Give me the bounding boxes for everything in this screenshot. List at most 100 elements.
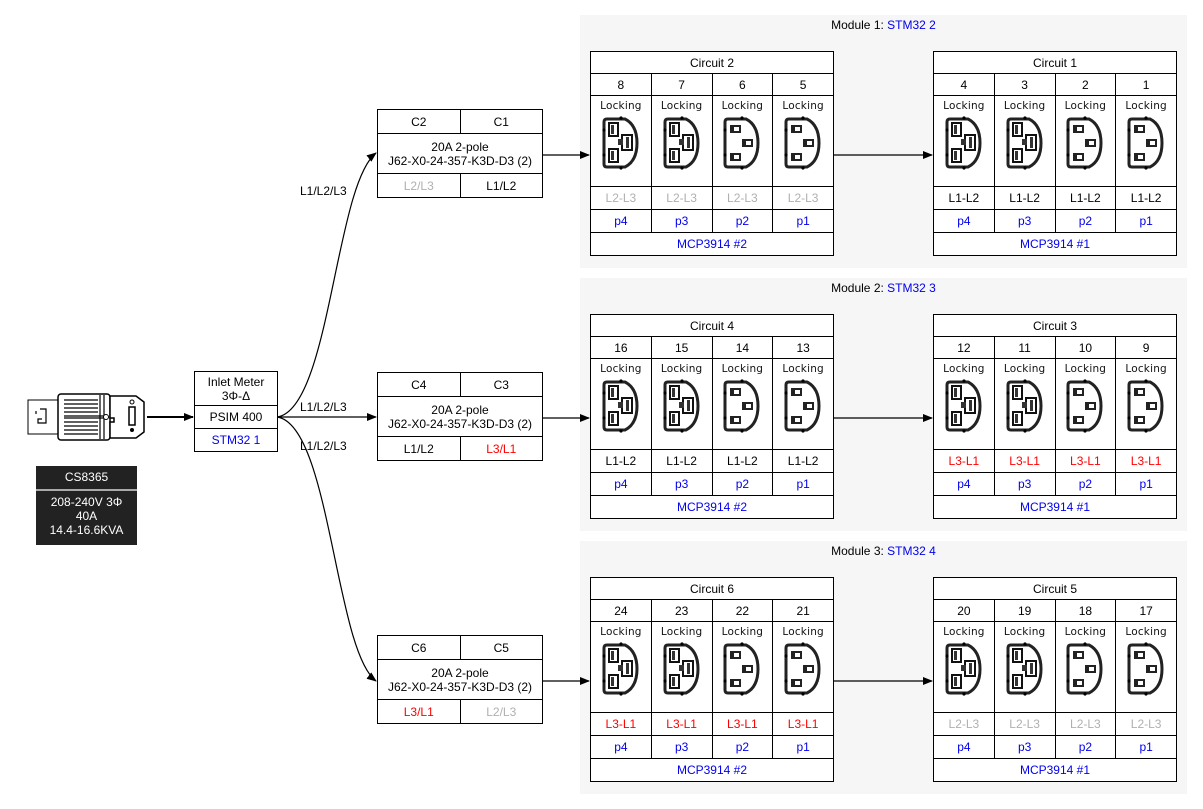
outlet-number: 23	[650, 599, 713, 622]
outlet-phase: L3-L1	[590, 712, 652, 736]
outlet-port-link[interactable]: p1	[1115, 472, 1177, 496]
meter-controller-link[interactable]: STM32 1	[194, 428, 278, 452]
outlet[interactable]: Locking	[933, 358, 995, 450]
outlet[interactable]: Locking	[933, 95, 995, 187]
breaker-part-number: J62-X0-24-357-K3D-D3 (2)	[387, 153, 533, 168]
outlet-port-link[interactable]: p1	[1115, 209, 1177, 233]
outlet-port-link[interactable]: p3	[650, 472, 713, 496]
outlet[interactable]: Locking	[1115, 95, 1177, 187]
outlet-port-link[interactable]: p4	[590, 472, 652, 496]
outlet-port-link[interactable]: p4	[590, 209, 652, 233]
outlet-port-link[interactable]: p3	[993, 735, 1056, 759]
outlet[interactable]: Locking	[772, 95, 834, 187]
module-controller-link[interactable]: STM32 2	[887, 18, 936, 32]
outlet-number: 3	[993, 73, 1056, 96]
outlet-phase: L1-L2	[590, 449, 652, 473]
breaker-part-number: J62-X0-24-357-K3D-D3 (2)	[387, 416, 533, 431]
outlet[interactable]: Locking	[1054, 358, 1117, 450]
outlet-port-link[interactable]: p4	[590, 735, 652, 759]
outlet[interactable]: Locking	[650, 621, 713, 713]
outlet-port-link[interactable]: p4	[933, 735, 995, 759]
outlet[interactable]: Locking	[711, 621, 774, 713]
outlet-port-link[interactable]: p3	[650, 209, 713, 233]
outlet-port-link[interactable]: p1	[1115, 735, 1177, 759]
outlet[interactable]: Locking	[650, 95, 713, 187]
outlet[interactable]: Locking	[933, 621, 995, 713]
outlet[interactable]: Locking	[993, 95, 1056, 187]
meter-topology: 3Φ-Δ	[221, 388, 251, 403]
outlet-port-link[interactable]: p2	[711, 472, 774, 496]
outlet-number: 22	[711, 599, 774, 622]
outlet[interactable]: Locking	[993, 621, 1056, 713]
outlet-port-link[interactable]: p2	[1054, 735, 1117, 759]
circuit-name: Circuit 2	[590, 51, 834, 74]
outlet-port-link[interactable]: p3	[993, 209, 1056, 233]
outlet[interactable]: Locking	[772, 358, 834, 450]
outlet-type: Locking	[1003, 626, 1046, 638]
inlet-plug-icon[interactable]	[26, 391, 148, 443]
outlet[interactable]: Locking	[711, 358, 774, 450]
circuit-chip-link[interactable]: MCP3914 #2	[590, 495, 834, 519]
outlet-port-link[interactable]: p2	[711, 209, 774, 233]
outlet[interactable]: Locking	[650, 358, 713, 450]
outlet-type: Locking	[1003, 363, 1046, 375]
outlet-port-link[interactable]: p3	[993, 472, 1056, 496]
outlet[interactable]: Locking	[993, 358, 1056, 450]
outlet-port-link[interactable]: p2	[1054, 472, 1117, 496]
breaker-col: C6	[377, 635, 461, 660]
circuit-chip-link[interactable]: MCP3914 #1	[933, 758, 1177, 782]
meter-title-line: Inlet Meter	[207, 374, 265, 389]
outlet-port-link[interactable]: p1	[772, 472, 834, 496]
circuit-chip-link[interactable]: MCP3914 #2	[590, 232, 834, 256]
outlet-phase: L3-L1	[1115, 449, 1177, 473]
c13-outlet-icon	[1066, 116, 1103, 170]
inlet-voltage: 208-240V 3Φ	[50, 495, 123, 509]
outlet[interactable]: Locking	[590, 95, 652, 187]
circuit-chip-link[interactable]: MCP3914 #1	[933, 495, 1177, 519]
outlet-port-link[interactable]: p3	[650, 735, 713, 759]
outlet-port-link[interactable]: p4	[933, 209, 995, 233]
outlet-port-link[interactable]: p1	[772, 735, 834, 759]
outlet[interactable]: Locking	[590, 358, 652, 450]
outlet[interactable]: Locking	[1115, 621, 1177, 713]
inlet-meter[interactable]: Inlet Meter 3Φ-Δ PSIM 400 STM32 1	[194, 371, 278, 452]
module-controller-link[interactable]: STM32 4	[887, 544, 936, 558]
outlet-port-link[interactable]: p1	[772, 209, 834, 233]
breaker-part-number: J62-X0-24-357-K3D-D3 (2)	[387, 679, 533, 694]
inlet-spec-box: CS8365 208-240V 3Φ 40A 14.4-16.6KVA	[36, 466, 137, 545]
outlet-port-link[interactable]: p4	[933, 472, 995, 496]
outlet-number: 12	[933, 336, 995, 359]
outlet[interactable]: Locking	[711, 95, 774, 187]
outlet[interactable]: Locking	[1054, 621, 1117, 713]
outlet-type: Locking	[782, 100, 824, 112]
outlet-phase: L1-L2	[1115, 186, 1177, 210]
outlet-number: 16	[590, 336, 652, 359]
outlet-port-link[interactable]: p2	[711, 735, 774, 759]
module-controller-link[interactable]: STM32 3	[887, 281, 936, 295]
breaker-rating: 20A 2-pole	[431, 402, 489, 417]
outlet[interactable]: Locking	[772, 621, 834, 713]
outlet[interactable]: Locking	[1054, 95, 1117, 187]
outlet-type: Locking	[943, 363, 985, 375]
outlet[interactable]: Locking	[590, 621, 652, 713]
module-title: Module 2: STM32 3	[580, 281, 1187, 295]
circuit-chip-link[interactable]: MCP3914 #1	[933, 232, 1177, 256]
outlet-phase: L3-L1	[650, 712, 713, 736]
c13-outlet-icon	[723, 116, 760, 170]
circuit-chip-link[interactable]: MCP3914 #2	[590, 758, 834, 782]
c13-outlet-icon	[1127, 642, 1164, 696]
outlet-type: Locking	[1064, 100, 1107, 112]
outlet-port-link[interactable]: p2	[1054, 209, 1117, 233]
outlet[interactable]: Locking	[1115, 358, 1177, 450]
outlet-phase: L1-L2	[650, 449, 713, 473]
c19-outlet-icon	[945, 379, 982, 433]
